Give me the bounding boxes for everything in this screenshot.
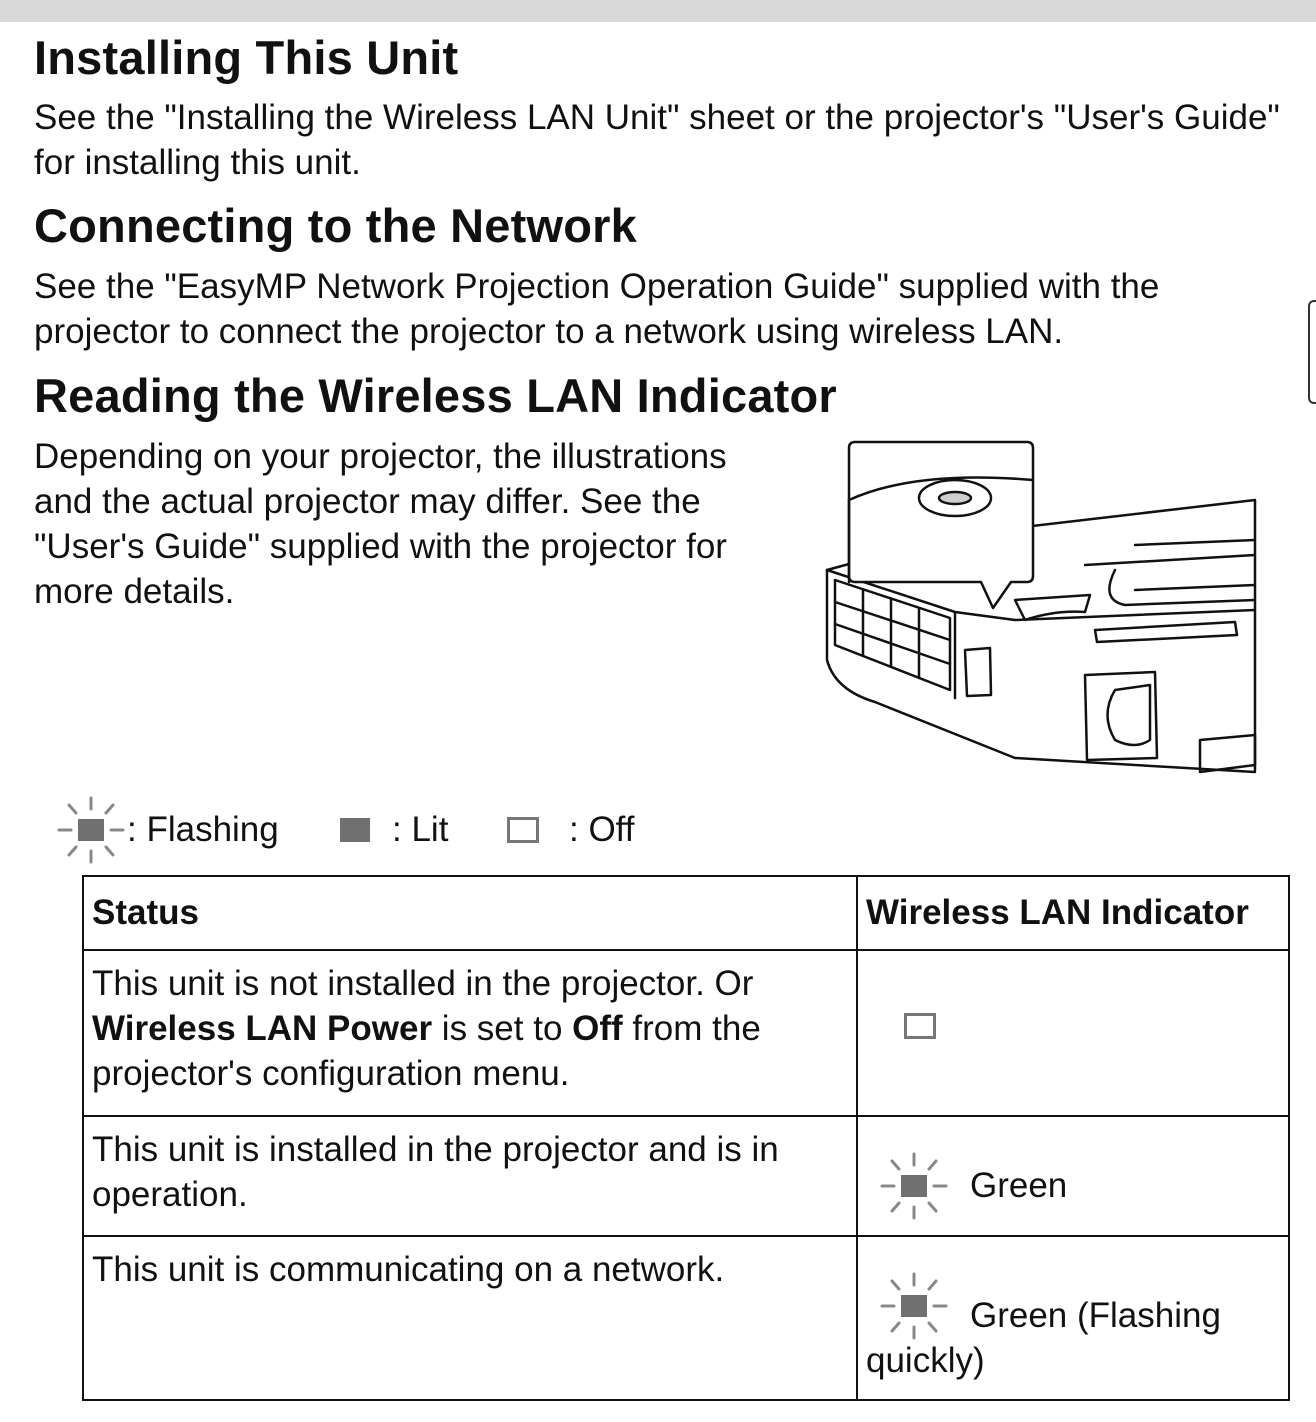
- heading-reading-indicator: Reading the Wireless LAN Indicator: [34, 369, 837, 422]
- off-indicator-icon: [507, 817, 539, 843]
- status-cell: This unit is communicating on a network.: [82, 1235, 858, 1401]
- status-text: This unit is not installed in the projec…: [92, 964, 754, 1003]
- projector-illustration: [825, 440, 1257, 774]
- legend-off-label: : Off: [569, 810, 635, 849]
- status-cell: This unit is installed in the projector …: [82, 1115, 858, 1237]
- table-row: This unit is installed in the projector …: [82, 1115, 1290, 1237]
- status-text: is set to: [432, 1009, 573, 1048]
- paragraph-reading: Depending on your projector, the illustr…: [34, 437, 727, 611]
- paragraph-installing: See the "Installing the Wireless LAN Uni…: [34, 98, 1280, 182]
- lit-indicator-icon: [340, 818, 370, 842]
- indicator-label: Green (Flashing quickly): [866, 1296, 1221, 1380]
- legend-off: : Off: [507, 795, 635, 865]
- flashing-indicator-icon: [57, 796, 125, 864]
- status-cell: This unit is not installed in the projec…: [82, 949, 858, 1117]
- header-indicator: Wireless LAN Indicator: [856, 875, 1290, 951]
- off-indicator-icon: [904, 1013, 936, 1039]
- table-row: This unit is communicating on a network.…: [82, 1235, 1290, 1401]
- status-bold-term: Off: [572, 1009, 623, 1048]
- legend-lit: : Lit: [340, 795, 448, 865]
- heading-installing-this-unit: Installing This Unit: [34, 31, 459, 84]
- paragraph-connecting: See the "EasyMP Network Projection Opera…: [34, 267, 1160, 351]
- header-status: Status: [82, 875, 858, 951]
- legend-flashing: : Flashing: [55, 795, 279, 865]
- legend-lit-label: : Lit: [392, 810, 449, 849]
- status-text: from the projector's configuration menu.: [92, 1009, 761, 1093]
- heading-connecting-to-network: Connecting to the Network: [34, 199, 637, 252]
- flashing-indicator-icon: [880, 1152, 948, 1220]
- legend-flashing-label: : Flashing: [127, 810, 279, 849]
- table-header-row: Status Wireless LAN Indicator: [82, 875, 1290, 951]
- indicator-cell: [856, 949, 1290, 1117]
- flashing-indicator-icon: [880, 1272, 948, 1340]
- table-row: This unit is not installed in the projec…: [82, 949, 1290, 1117]
- indicator-status-table: Status Wireless LAN Indicator This unit …: [82, 875, 1290, 1401]
- indicator-label: Green: [970, 1166, 1068, 1205]
- indicator-cell: Green (Flashing quickly): [856, 1235, 1290, 1401]
- top-toolbar-strip: [0, 0, 1316, 22]
- indicator-legend: : Flashing : Lit : Off: [55, 795, 755, 865]
- status-bold-term: Wireless LAN Power: [92, 1009, 433, 1048]
- indicator-cell: Green: [856, 1115, 1290, 1237]
- scrollbar-edge[interactable]: [1308, 300, 1316, 404]
